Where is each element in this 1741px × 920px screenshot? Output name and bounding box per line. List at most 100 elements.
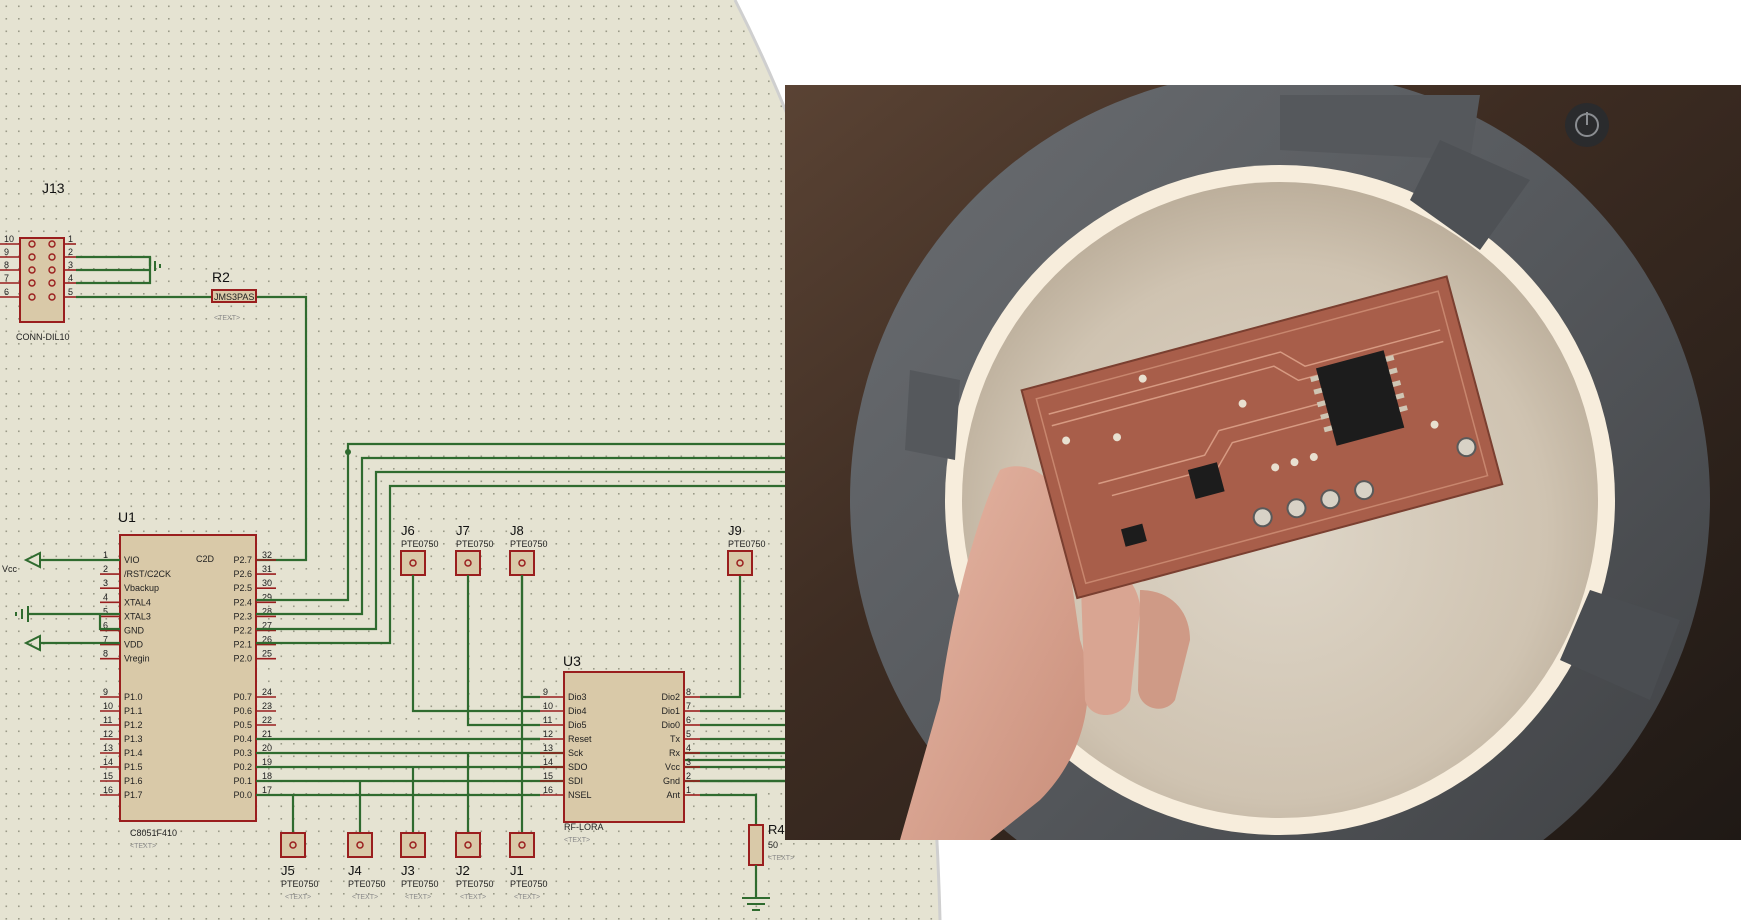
header-ref: J13	[42, 180, 65, 196]
pad-ref: J9	[728, 523, 742, 538]
header-pad	[48, 266, 56, 274]
mcu-chip	[1187, 462, 1225, 500]
pad-part: PTE0750	[510, 879, 548, 889]
ic-pin-name: P2.3	[233, 611, 252, 621]
ic-pin-number: 7	[103, 635, 108, 645]
ic-pin-name: SDI	[568, 776, 583, 786]
ic-pin-number: 26	[262, 635, 272, 645]
header-pin-num: 9	[4, 247, 9, 257]
test-pad-hole	[409, 841, 417, 849]
pad-part: PTE0750	[456, 879, 494, 889]
ic-pin-number: 1	[686, 785, 691, 795]
ic-pin-name: P2.7	[233, 555, 252, 565]
ic-pin-number: 11	[103, 715, 112, 725]
ic-pin-number: 6	[686, 715, 691, 725]
ic-pin-number: 28	[262, 606, 272, 616]
ic-pin-name: VDD	[124, 640, 144, 650]
ic-pin-number: 31	[262, 564, 272, 574]
ic-pin-number: 13	[103, 743, 113, 753]
ic-pin-name: Dio5	[568, 720, 587, 730]
r4-ref: R4	[768, 822, 785, 837]
test-pad-hole	[409, 559, 417, 567]
u1-text: <TEXT>	[130, 843, 156, 850]
ic-pin-name: P2.6	[233, 569, 252, 579]
header-pad	[28, 240, 36, 248]
ic-pin-name: P0.5	[233, 720, 252, 730]
ic-pin-number: 9	[543, 687, 548, 697]
ic-pin-name: Tx	[670, 734, 680, 744]
ic-pin-number: 12	[543, 729, 553, 739]
ic-pin-number: 25	[262, 649, 272, 659]
header-pin-num: 4	[68, 273, 73, 283]
pad-ref: J2	[456, 863, 470, 878]
ic-pin-name: Dio2	[661, 692, 680, 702]
ic-pin-number: 3	[103, 578, 108, 588]
pad-part: PTE0750	[281, 879, 319, 889]
ic-pin-number: 5	[686, 729, 691, 739]
ic-pin-number: 4	[686, 743, 691, 753]
header-part: CONN-DIL10	[16, 332, 70, 342]
pad-ref: J8	[510, 523, 524, 538]
pad-text: <TEXT>	[405, 894, 431, 901]
ic-pin-number: 18	[262, 771, 272, 781]
ic-pin-name: P2.1	[233, 640, 252, 650]
pad-part: PTE0750	[348, 879, 386, 889]
u3-ref: U3	[563, 653, 581, 669]
ic-pin-number: 29	[262, 592, 272, 602]
u1-top-label: C2D	[196, 554, 215, 564]
ic-pin-number: 4	[103, 592, 108, 602]
ic-pin-number: 8	[686, 687, 691, 697]
pad-ref: J7	[456, 523, 470, 538]
ic-pin-name: Vcc	[665, 762, 681, 772]
header-pad	[28, 253, 36, 261]
header-pad	[28, 279, 36, 287]
header-pad	[28, 266, 36, 274]
pad-part: PTE0750	[728, 539, 766, 549]
header-pin-num: 2	[68, 247, 73, 257]
ic-pin-number: 6	[103, 621, 108, 631]
pad-ref: J1	[510, 863, 524, 878]
pad-text: <TEXT>	[514, 894, 540, 901]
ic-pin-number: 19	[262, 757, 272, 767]
ic-pin-name: P2.5	[233, 583, 252, 593]
r4-value: 50	[768, 840, 778, 850]
ic-pin-number: 17	[262, 785, 272, 795]
ic-pin-name: XTAL4	[124, 597, 151, 607]
test-pad-hole	[518, 841, 526, 849]
ic-pin-name: Dio3	[568, 692, 587, 702]
u3-part: RF-LORA	[564, 822, 604, 832]
ic-pin-number: 10	[103, 701, 113, 711]
ic-pin-name: Vbackup	[124, 583, 159, 593]
ic-pin-number: 2	[103, 564, 108, 574]
header-pin-num: 8	[4, 260, 9, 270]
u3-left-wires	[291, 575, 540, 832]
hand	[900, 466, 1190, 840]
ic-pin-number: 20	[262, 743, 272, 753]
test-pad	[455, 832, 481, 858]
pad-ref: J4	[348, 863, 362, 878]
ic-pin-name: P0.1	[233, 776, 252, 786]
ic-pin-number: 21	[262, 729, 272, 739]
ic-pin-name: Sck	[568, 748, 584, 758]
ic-pin-name: /RST/C2CK	[124, 569, 171, 579]
ic-pin-number: 13	[543, 743, 553, 753]
header-pad	[28, 293, 36, 301]
header-pin-num: 5	[68, 287, 73, 297]
ic-pin-number: 11	[543, 715, 552, 725]
ic-pin-number: 14	[543, 757, 553, 767]
ic-pin-name: P2.4	[233, 597, 252, 607]
pad-part: PTE0750	[456, 539, 494, 549]
test-pad	[347, 832, 373, 858]
test-pad	[280, 832, 306, 858]
ic-pin-number: 14	[103, 757, 113, 767]
pad-ref: J3	[401, 863, 415, 878]
pad-part: PTE0750	[510, 539, 548, 549]
ic-pin-name: P0.2	[233, 762, 252, 772]
pad-text: <TEXT>	[285, 894, 311, 901]
header-pin-num: 7	[4, 273, 9, 283]
test-pad	[509, 550, 535, 576]
ic-pin-name: P1.0	[124, 692, 143, 702]
